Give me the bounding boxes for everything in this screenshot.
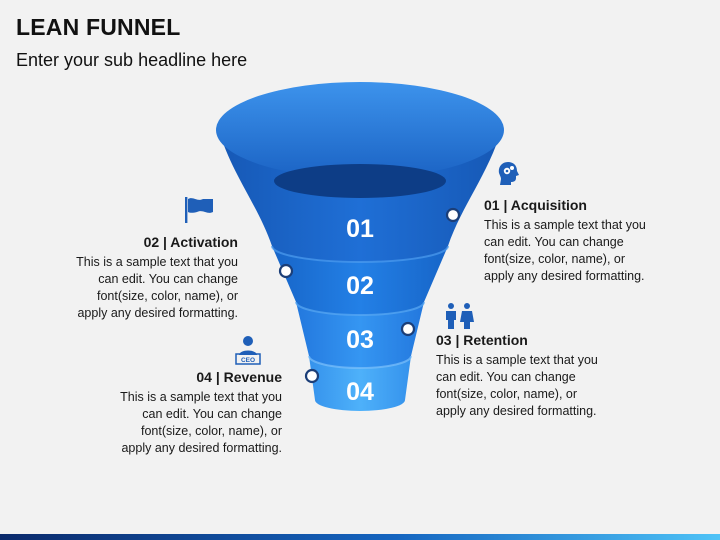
ceo-icon: CEO: [235, 336, 261, 365]
stage-text-line: font(size, color, name), or: [140, 424, 282, 438]
stage-text-line: apply any desired formatting.: [77, 306, 238, 320]
stage-description-acquisition: 01 | Acquisition This is a sample text t…: [484, 197, 664, 285]
funnel-separator: [308, 355, 412, 369]
stage-text-line: This is a sample text that you: [484, 218, 646, 232]
stage-number: 01: [346, 215, 374, 243]
stage-text-line: can edit. You can change: [98, 272, 238, 286]
page-subtitle: Enter your sub headline here: [16, 50, 248, 70]
stage-description-revenue: 04 | Revenue This is a sample text that …: [102, 369, 282, 457]
stage-heading: 02 | Activation: [143, 234, 238, 250]
connector-dot-01: [445, 207, 461, 223]
stage-number: 02: [346, 272, 374, 300]
connector-dot-02: [278, 263, 294, 279]
stage-text-line: can edit. You can change: [436, 370, 576, 384]
flag-icon: [185, 197, 213, 223]
stage-heading: 01 | Acquisition: [484, 197, 587, 213]
funnel-stage-04: [309, 356, 411, 411]
funnel-separator: [295, 301, 425, 316]
stage-description-activation: 02 | Activation This is a sample text th…: [58, 234, 238, 322]
stage-heading: 03 | Retention: [436, 332, 528, 348]
stage-text-line: This is a sample text that you: [76, 255, 238, 269]
funnel-opening: [274, 164, 446, 198]
stage-text-line: This is a sample text that you: [436, 353, 598, 367]
stage-text-line: font(size, color, name), or: [96, 289, 238, 303]
connector-dot-03: [400, 321, 416, 337]
funnel-stage-02: [272, 246, 448, 315]
stage-text-line: apply any desired formatting.: [436, 404, 597, 418]
funnel-rim: [216, 82, 504, 178]
funnel-separator: [271, 245, 449, 263]
stage-text-line: can edit. You can change: [142, 407, 282, 421]
stage-text-line: font(size, color, name), or: [436, 387, 578, 401]
page-title: LEAN FUNNEL: [16, 14, 181, 40]
stage-text-line: font(size, color, name), or: [484, 252, 626, 266]
funnel-stage-03: [296, 302, 424, 368]
stage-description-retention: 03 | Retention This is a sample text tha…: [436, 332, 616, 420]
stage-text-line: This is a sample text that you: [120, 390, 282, 404]
ceo-label: CEO: [241, 357, 255, 364]
footer-accent-bar: [0, 534, 720, 540]
people-icon: [446, 303, 474, 329]
connector-dot-04: [304, 368, 320, 384]
stage-number: 04: [346, 378, 374, 406]
head-gears-icon: [498, 162, 519, 185]
stage-heading: 04 | Revenue: [196, 369, 282, 385]
stage-text-line: apply any desired formatting.: [121, 441, 282, 455]
stage-number: 03: [346, 326, 374, 354]
stage-text-line: can edit. You can change: [484, 235, 624, 249]
stage-text-line: apply any desired formatting.: [484, 269, 645, 283]
